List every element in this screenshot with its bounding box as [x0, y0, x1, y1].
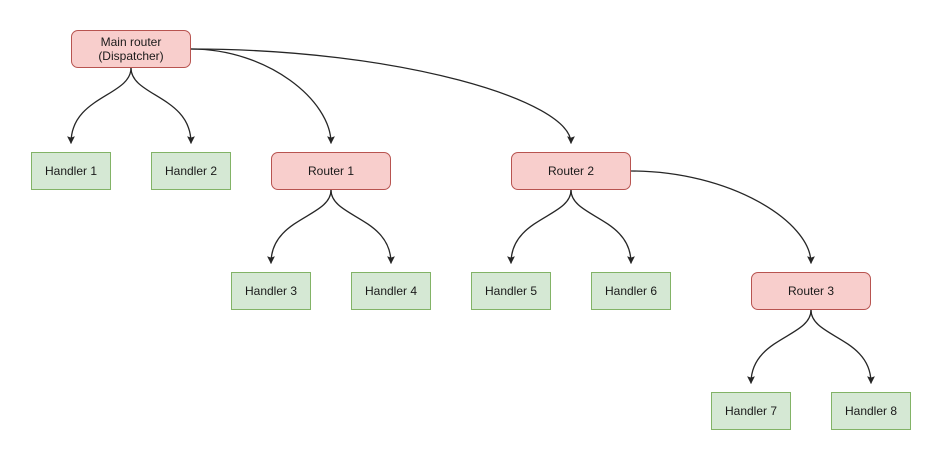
edge-e-main-r2: [190, 48, 575, 145]
node-handler-1[interactable]: Handler 1: [31, 152, 111, 190]
node-main-router[interactable]: Main router (Dispatcher): [71, 30, 191, 68]
edge-e-r2-h5: [507, 189, 572, 265]
edge-e-r3-h7: [747, 309, 812, 385]
node-label-router-3: Router 3: [787, 284, 835, 298]
node-label-handler-8: Handler 8: [844, 404, 898, 418]
edge-e-r2-r3: [630, 170, 815, 265]
node-router-1[interactable]: Router 1: [271, 152, 391, 190]
node-label-handler-2: Handler 2: [164, 164, 218, 178]
node-handler-6[interactable]: Handler 6: [591, 272, 671, 310]
edge-e-r1-h3: [267, 189, 332, 265]
edge-e-main-h2: [130, 67, 195, 145]
node-router-3[interactable]: Router 3: [751, 272, 871, 310]
node-handler-7[interactable]: Handler 7: [711, 392, 791, 430]
node-label-router-2: Router 2: [547, 164, 595, 178]
node-label-main-router: Main router (Dispatcher): [98, 35, 164, 63]
node-label-router-1: Router 1: [307, 164, 355, 178]
edge-e-main-r1: [190, 48, 335, 145]
node-router-2[interactable]: Router 2: [511, 152, 631, 190]
node-handler-2[interactable]: Handler 2: [151, 152, 231, 190]
edge-paths: [67, 48, 875, 385]
node-handler-8[interactable]: Handler 8: [831, 392, 911, 430]
node-label-handler-4: Handler 4: [364, 284, 418, 298]
edge-e-r1-h4: [330, 189, 395, 265]
node-label-handler-5: Handler 5: [484, 284, 538, 298]
node-label-handler-7: Handler 7: [724, 404, 778, 418]
node-handler-4[interactable]: Handler 4: [351, 272, 431, 310]
edge-e-r2-h6: [570, 189, 635, 265]
edge-e-r3-h8: [810, 309, 875, 385]
edge-e-main-h1: [67, 67, 132, 145]
node-label-handler-6: Handler 6: [604, 284, 658, 298]
node-label-handler-1: Handler 1: [44, 164, 98, 178]
node-label-handler-3: Handler 3: [244, 284, 298, 298]
node-handler-5[interactable]: Handler 5: [471, 272, 551, 310]
node-handler-3[interactable]: Handler 3: [231, 272, 311, 310]
